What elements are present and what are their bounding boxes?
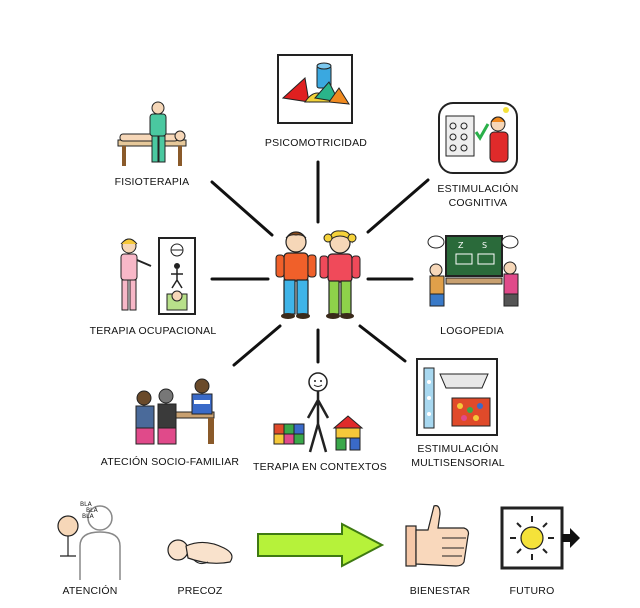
bla-text-3: BLA bbox=[82, 513, 95, 520]
precoz-pictogram bbox=[164, 534, 240, 568]
logopedia-pictogram: Z S bbox=[426, 234, 520, 308]
terapia-contextos-pictogram bbox=[272, 372, 370, 454]
atencion-label: ATENCIÓN bbox=[62, 585, 118, 597]
futuro-sun-icon bbox=[500, 506, 582, 570]
thumbs-up-icon bbox=[404, 502, 472, 568]
psicomotricidad-pictogram bbox=[277, 54, 353, 124]
estimulacion-cognitiva-pictogram bbox=[438, 102, 518, 174]
line-multisensorial bbox=[358, 324, 407, 363]
fisioterapia-label: FISIOTERAPIA bbox=[114, 176, 190, 188]
precoz-label: PRECOZ bbox=[177, 585, 223, 597]
atencion-pictogram: BLA BLA BLA bbox=[42, 496, 136, 580]
psicomotricidad-label: PSICOMOTRICIDAD bbox=[264, 137, 368, 149]
estimulacion-multisensorial-label-1: ESTIMULACIÓN bbox=[417, 443, 499, 455]
line-cognitiva bbox=[366, 178, 430, 234]
atencion-socio-familiar-pictogram bbox=[130, 376, 226, 446]
futuro-label: FUTURO bbox=[509, 585, 555, 597]
estimulacion-cognitiva-label-1: ESTIMULACIÓN bbox=[437, 183, 519, 195]
estimulacion-multisensorial-pictogram bbox=[416, 358, 498, 436]
line-fisioterapia bbox=[210, 180, 274, 237]
svg-text:Z: Z bbox=[458, 241, 464, 250]
bla-text-1: BLA bbox=[80, 501, 93, 508]
bienestar-label: BIENESTAR bbox=[409, 585, 471, 597]
atencion-socio-familiar-label: ATECIÓN SOCIO-FAMILIAR bbox=[100, 456, 240, 468]
svg-text:S: S bbox=[482, 241, 487, 250]
line-sociofamiliar bbox=[232, 324, 282, 367]
bla-text-2: BLA bbox=[86, 507, 99, 514]
estimulacion-multisensorial-label-2: MULTISENSORIAL bbox=[411, 457, 505, 469]
logopedia-label: LOGOPEDIA bbox=[440, 325, 504, 337]
terapia-ocupacional-label: TERAPIA OCUPACIONAL bbox=[89, 325, 217, 337]
right-arrow-icon bbox=[256, 522, 385, 568]
terapia-contextos-label: TERAPIA EN CONTEXTOS bbox=[253, 461, 387, 473]
estimulacion-cognitiva-label-2: COGNITIVA bbox=[448, 197, 508, 209]
terapia-ocupacional-pictogram bbox=[115, 236, 197, 316]
children-pictogram bbox=[272, 228, 364, 324]
fisioterapia-pictogram bbox=[114, 100, 190, 168]
